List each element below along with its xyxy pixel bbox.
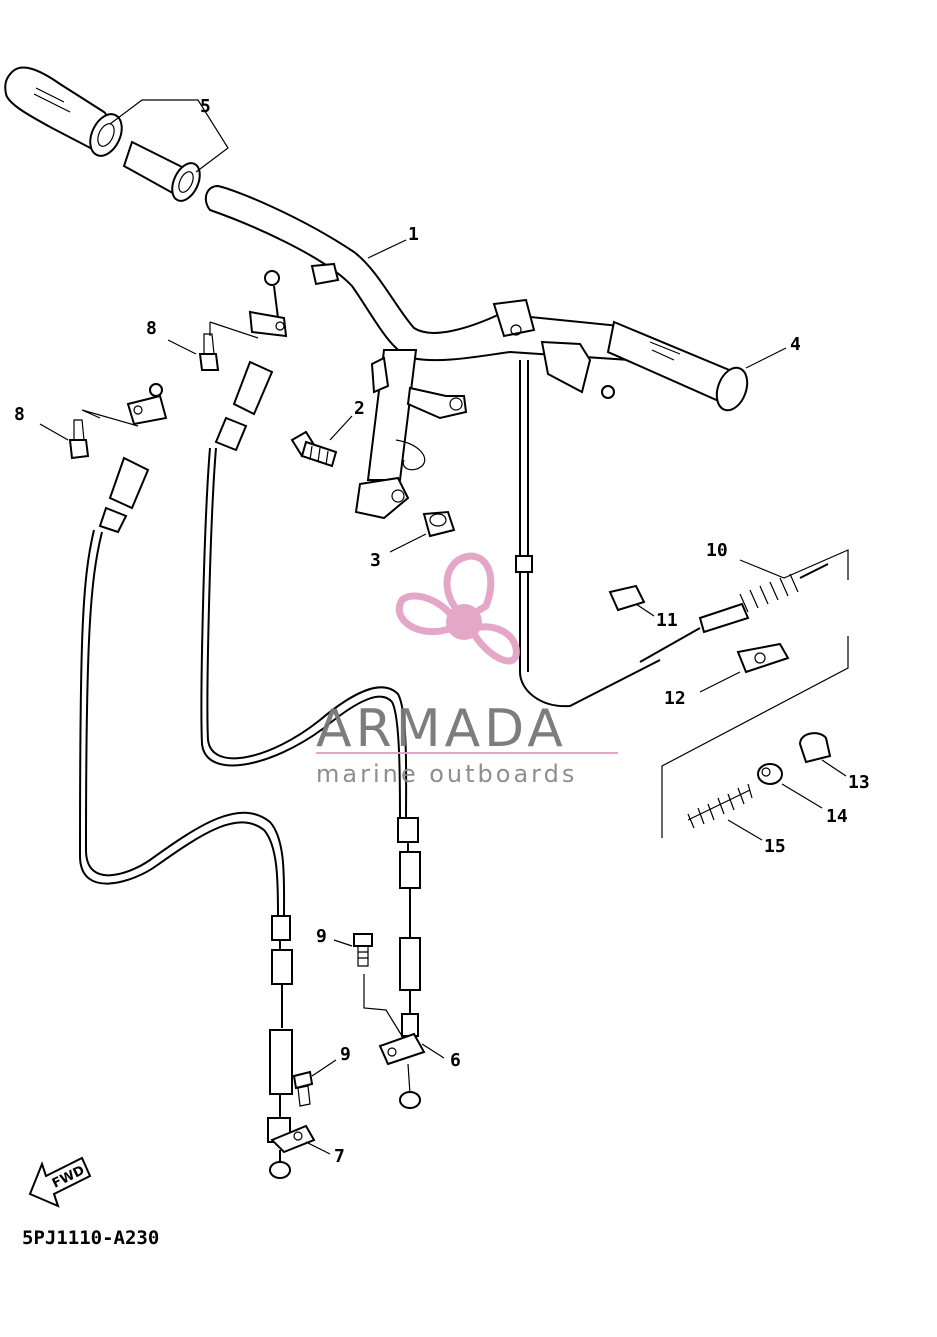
callout-3: 3 (370, 550, 381, 571)
cable-joint (515, 555, 533, 573)
callout-14: 14 (826, 806, 848, 827)
part-3-nut (422, 510, 456, 538)
callout-9-lower: 9 (340, 1044, 351, 1065)
part-10-cable-end (639, 563, 829, 663)
leader-6 (421, 1043, 445, 1059)
leader-12 (699, 671, 741, 693)
leader-11 (635, 603, 655, 617)
callout-1: 1 (408, 224, 419, 245)
leader-7 (305, 1141, 331, 1155)
propeller-logo-icon (396, 552, 520, 665)
leader-15 (727, 819, 763, 841)
armada-watermark: ARMADA marine outboards (316, 552, 618, 788)
callout-12: 12 (664, 688, 686, 709)
throttle-cable (519, 360, 661, 708)
callout-15: 15 (764, 836, 786, 857)
leader-8b (167, 339, 197, 355)
part-1-handlebar (204, 184, 632, 520)
part-5-grip-left (4, 66, 123, 157)
callout-4: 4 (790, 334, 801, 355)
fwd-arrow: FWD (28, 1156, 92, 1208)
part-14-collar (757, 763, 783, 785)
leader-group-right (661, 636, 849, 838)
left-cable-assembly (78, 383, 286, 917)
leader-9a (333, 939, 353, 947)
part-code: 5PJ1110-A230 (22, 1227, 159, 1249)
leader-13 (821, 759, 847, 777)
leader-8a-box (81, 409, 139, 427)
watermark-divider (316, 752, 618, 754)
leader-10 (739, 549, 849, 580)
part-4-grip-right (540, 320, 749, 412)
watermark-subtitle: marine outboards (316, 760, 577, 788)
part-9-screw-b (292, 1070, 314, 1107)
part-9-screw-a (353, 933, 373, 967)
leader-8a (39, 423, 69, 441)
part-12-bracket (736, 642, 790, 674)
callout-8-lower: 8 (14, 404, 25, 425)
part-5-grip-sleeve (122, 140, 201, 202)
callout-11: 11 (656, 610, 678, 631)
part-13-cap (798, 732, 832, 764)
leader-5 (109, 99, 229, 173)
leader-3 (389, 533, 427, 553)
leader-14 (781, 783, 823, 809)
part-8-screw-b (198, 333, 220, 371)
callout-5: 5 (200, 96, 211, 117)
leader-2 (329, 415, 353, 441)
part-6-cable-end (378, 817, 426, 1109)
callout-2: 2 (354, 398, 365, 419)
part-7-cable-end (267, 915, 316, 1179)
callout-7: 7 (334, 1146, 345, 1167)
leader-9a-box (363, 974, 403, 1037)
part-11-clip (608, 584, 646, 612)
part-2-bolt (290, 430, 338, 468)
callout-13: 13 (848, 772, 870, 793)
callout-10: 10 (706, 540, 728, 561)
callout-9-upper: 9 (316, 926, 327, 947)
part-15-spring (687, 783, 753, 829)
watermark-name: ARMADA (316, 699, 567, 759)
leader-1 (367, 239, 407, 259)
callout-8-upper: 8 (146, 318, 157, 339)
center-cable-assembly (200, 270, 408, 821)
leader-4 (745, 347, 787, 369)
part-8-screw-a (68, 419, 90, 460)
callout-6: 6 (450, 1050, 461, 1071)
leader-9b (311, 1059, 337, 1077)
